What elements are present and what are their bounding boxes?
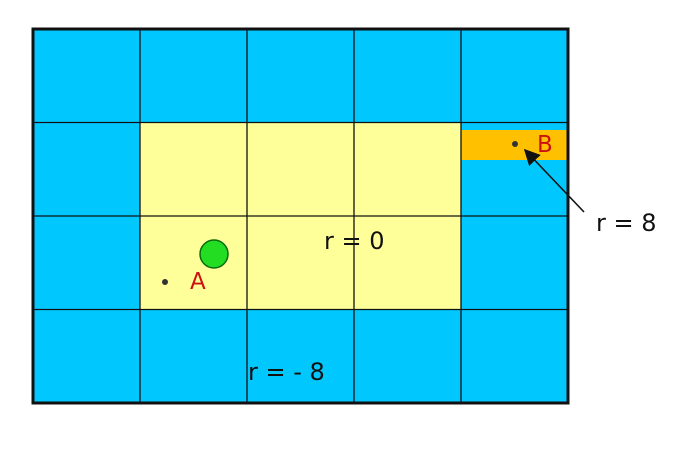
reward-outer-label: r = - 8	[248, 358, 325, 386]
grid-cell-r1-c2	[247, 122, 354, 216]
grid-cell-r1-c3	[354, 122, 461, 216]
point-b-label: B	[537, 132, 553, 158]
grid-border	[31, 27, 570, 405]
grid-cell-r3-c2	[247, 309, 354, 403]
grid-cell-r3-c1	[140, 309, 247, 403]
grid-cell-r0-c2	[247, 29, 354, 123]
grid-cells	[33, 29, 568, 403]
grid-lines	[33, 29, 568, 403]
grid-cell-r0-c0	[33, 29, 140, 123]
point-a-label: A	[190, 269, 206, 295]
grid-cell-r1-c0	[33, 122, 140, 216]
grid-cell-r0-c3	[354, 29, 461, 123]
point-b-dot	[512, 141, 518, 147]
grid-cell-r1-c1	[140, 122, 247, 216]
grid-cell-r3-c4	[461, 309, 568, 403]
grid-cell-r2-c4	[461, 216, 568, 310]
reward-arrow	[523, 148, 585, 213]
point-a-dot	[162, 279, 168, 285]
grid-cell-r0-c4	[461, 29, 568, 123]
grid-cell-r3-c3	[354, 309, 461, 403]
grid-cell-r2-c3	[354, 216, 461, 310]
grid-cell-r2-c2	[247, 216, 354, 310]
reward-inner-label: r = 0	[324, 227, 385, 255]
grid-cell-r0-c1	[140, 29, 247, 123]
agent-circle	[199, 239, 229, 269]
grid-cell-r2-c1	[140, 216, 247, 310]
reward-goal-label: r = 8	[596, 209, 657, 237]
grid-cell-r3-c0	[33, 309, 140, 403]
grid-cell-r2-c0	[33, 216, 140, 310]
